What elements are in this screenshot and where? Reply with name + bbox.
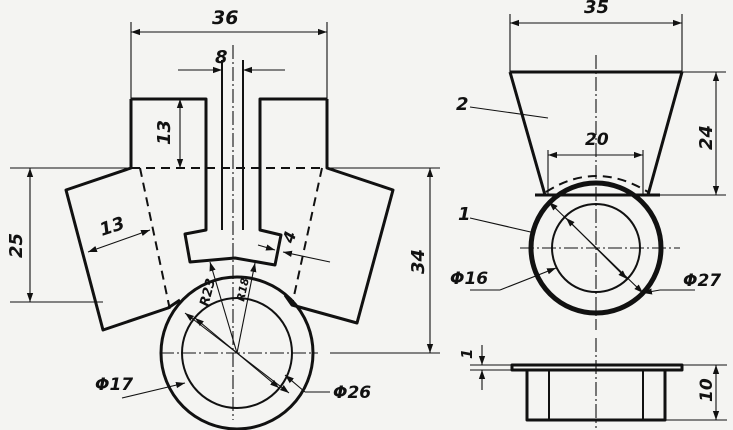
bottom-body: [525, 370, 667, 422]
label-1: 1: [458, 204, 471, 225]
dim-24: 24: [696, 125, 717, 150]
dim-13-oblique: 13: [97, 213, 127, 241]
front-hidden-lines: [131, 167, 327, 311]
side-view: [508, 55, 684, 330]
dim-13-vertical: 13: [154, 120, 175, 145]
dim-r23: R23: [197, 277, 219, 308]
dim-1: 1: [458, 349, 476, 359]
dim-20: 20: [585, 130, 609, 150]
bottom-dimensions: [470, 345, 727, 421]
bottom-flange: [510, 363, 684, 372]
dim-4: 4: [278, 229, 300, 246]
dim-phi16: Φ16: [450, 269, 488, 289]
dim-phi17: Φ17: [95, 375, 133, 395]
side-dimensions: [469, 14, 726, 295]
dim-8: 8: [215, 47, 228, 68]
dim-r18: R18: [234, 276, 252, 302]
front-dimensions: [10, 22, 440, 399]
bottom-view: [510, 338, 684, 428]
dim-25: 25: [6, 233, 27, 258]
dim-36: 36: [212, 7, 238, 29]
dim-35: 35: [584, 0, 609, 18]
front-slot: [221, 60, 244, 230]
bottom-inner-wall: [548, 370, 644, 420]
dim-phi27: Φ27: [683, 271, 721, 291]
label-2: 2: [456, 94, 469, 115]
dim-10: 10: [697, 378, 717, 402]
dim-phi26: Φ26: [333, 383, 371, 403]
dim-34: 34: [408, 249, 429, 274]
